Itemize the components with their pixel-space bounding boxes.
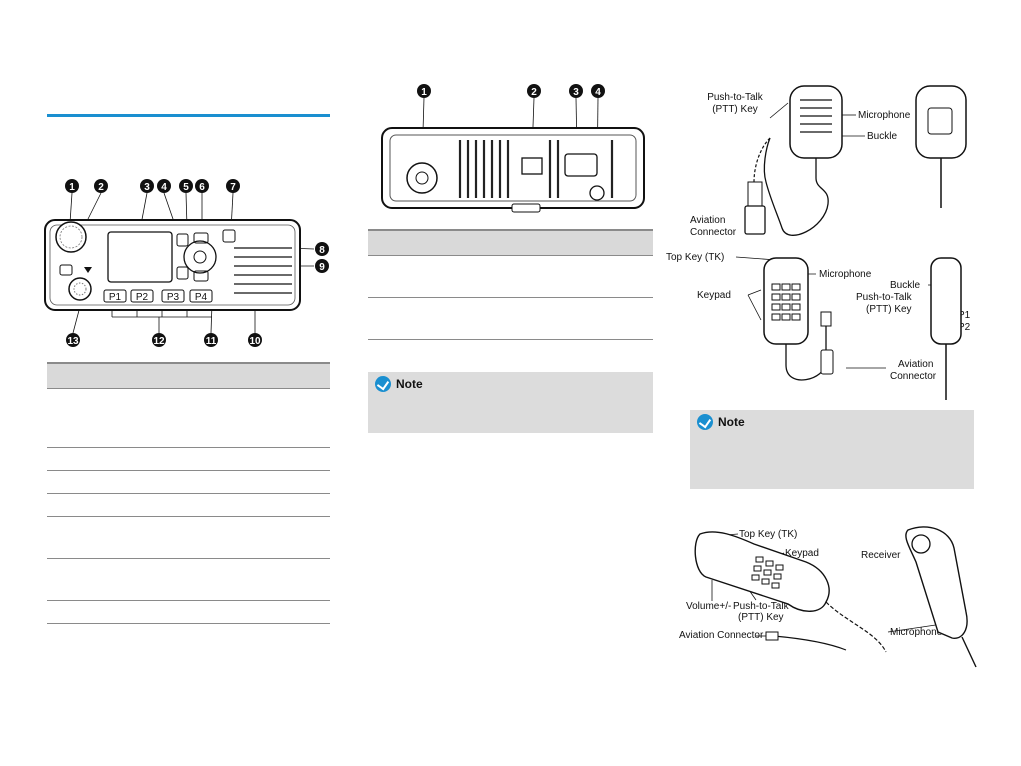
callout-12: 12 [152, 333, 166, 347]
svg-text:6: 6 [199, 182, 205, 193]
callout-2: 2 [94, 179, 108, 193]
svg-text:4: 4 [595, 87, 601, 98]
callout-7: 7 [226, 179, 240, 193]
mic3-aviation-label: Aviation Connector [679, 630, 764, 641]
svg-text:8: 8 [319, 245, 325, 256]
svg-text:3: 3 [144, 182, 150, 193]
svg-text:P3: P3 [167, 292, 180, 303]
table-row [47, 470, 330, 494]
table-row [47, 388, 330, 448]
mic3-top-key-label: Top Key (TK) [739, 529, 797, 540]
front-panel-table [47, 362, 330, 624]
table-row [368, 297, 653, 340]
note-box: Note [690, 410, 974, 489]
table-header-row [47, 362, 330, 389]
svg-text:13: 13 [67, 336, 79, 347]
front-p-keys: P1 P2 P3 P4 [103, 289, 213, 303]
mic3-volume-label: Volume+/- [686, 601, 731, 612]
mic1-buckle-label: Buckle [867, 131, 897, 142]
front-panel-diagram: 1 2 3 4 5 6 7 8 9 10 11 12 13 [44, 179, 329, 347]
table-row [47, 493, 330, 517]
mic2-p1-label: P1 [958, 310, 971, 321]
palm-microphone-diagram: Push-to-Talk(PTT) Key Microphone Buckle … [690, 85, 967, 238]
note-header: Note [375, 376, 423, 392]
callout-4: 4 [591, 84, 605, 98]
keypad-microphone-diagram: Top Key (TK) Microphone Keypad Buckle Pu… [666, 252, 971, 400]
mic2-p2-label: P2 [958, 322, 971, 333]
callout-9: 9 [315, 259, 329, 273]
callout-2: 2 [527, 84, 541, 98]
pencil-note-icon [697, 414, 713, 430]
table-row [368, 255, 653, 298]
front-callouts: 1 2 3 4 5 6 7 8 9 10 11 12 13 [65, 179, 329, 347]
mic2-buckle-label: Buckle [890, 280, 920, 291]
table-row [47, 447, 330, 471]
handset-microphone-diagram: Top Key (TK) Keypad Receiver Volume+/- P… [679, 526, 977, 668]
note-box: Note [368, 372, 653, 433]
svg-text:P1: P1 [109, 292, 122, 303]
callout-4: 4 [157, 179, 171, 193]
callout-11: 11 [204, 333, 218, 347]
mic2-microphone-label: Microphone [819, 269, 872, 280]
svg-text:P4: P4 [195, 292, 208, 303]
callout-6: 6 [195, 179, 209, 193]
mic2-ptt-label: Push-to-Talk(PTT) Key [856, 292, 913, 315]
rear-panel-diagram: 1 2 3 4 [381, 84, 645, 213]
callout-5: 5 [179, 179, 193, 193]
mic2-keypad-label: Keypad [697, 290, 731, 301]
note-header: Note [697, 414, 745, 430]
svg-text:11: 11 [206, 336, 217, 347]
mic3-microphone-label: Microphone [890, 627, 943, 638]
mic3-ptt-label: Push-to-Talk(PTT) Key [733, 601, 790, 623]
callout-3: 3 [569, 84, 583, 98]
callout-3: 3 [140, 179, 154, 193]
svg-text:1: 1 [69, 182, 75, 193]
svg-text:P2: P2 [136, 292, 149, 303]
note-title: Note [718, 415, 745, 429]
svg-text:10: 10 [249, 336, 261, 347]
callout-13: 13 [66, 333, 80, 347]
mic3-receiver-label: Receiver [861, 550, 901, 561]
mic1-ptt-label: Push-to-Talk(PTT) Key [707, 92, 764, 115]
svg-text:2: 2 [98, 182, 104, 193]
rear-callouts: 1 2 3 4 [417, 84, 605, 98]
table-row [47, 516, 330, 559]
svg-text:12: 12 [153, 336, 165, 347]
svg-text:9: 9 [319, 262, 325, 273]
svg-text:4: 4 [161, 182, 167, 193]
table-header-row [368, 229, 653, 256]
note-title: Note [396, 377, 423, 391]
callout-1: 1 [65, 179, 79, 193]
mic3-keypad-label: Keypad [785, 548, 819, 559]
svg-text:3: 3 [573, 87, 579, 98]
callout-10: 10 [248, 333, 262, 347]
pencil-note-icon [375, 376, 391, 392]
section-heading-rule [47, 114, 330, 117]
svg-text:2: 2 [531, 87, 537, 98]
svg-text:7: 7 [230, 182, 236, 193]
svg-text:1: 1 [421, 87, 427, 98]
svg-text:5: 5 [183, 182, 189, 193]
callout-1: 1 [417, 84, 431, 98]
mic1-microphone-label: Microphone [858, 110, 911, 121]
table-row [47, 558, 330, 601]
callout-8: 8 [315, 242, 329, 256]
table-row [47, 600, 330, 624]
rear-panel-table [368, 229, 653, 340]
mic2-top-key-label: Top Key (TK) [666, 252, 724, 263]
